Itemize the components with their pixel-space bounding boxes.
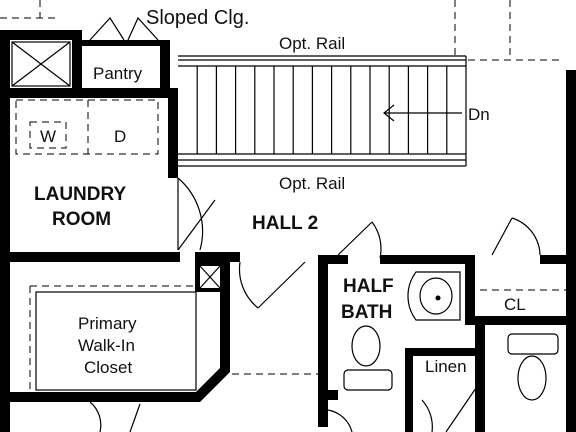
washer-dryer <box>15 99 159 155</box>
walk-in-label-line2: Walk-In <box>78 336 135 355</box>
hall-label: HALL 2 <box>252 213 318 234</box>
pantry-label: Pantry <box>93 64 143 83</box>
pantry-doors <box>89 16 159 41</box>
walk-in-label-line1: Primary <box>78 314 137 333</box>
laundry-door <box>177 177 216 251</box>
small-chase-box <box>195 262 225 292</box>
laundry-room-label-line2: ROOM <box>52 209 111 230</box>
walk-in-inner-outline <box>35 291 197 391</box>
closet-label: CL <box>504 295 526 314</box>
stair-direction-label: Dn <box>468 105 490 124</box>
closet-door <box>491 217 541 256</box>
lower-doors <box>89 387 477 432</box>
walk-in-label-line3: Closet <box>84 358 132 377</box>
right-bath-fixtures <box>507 333 559 401</box>
half-bath-label-line1: HALF <box>343 276 394 297</box>
chase-box <box>11 41 71 87</box>
half-bath-door <box>337 221 382 259</box>
linen-label: Linen <box>425 357 467 376</box>
opt-rail-top-label: Opt. Rail <box>279 34 345 53</box>
sloped-ceiling-label: Sloped Clg. <box>146 7 249 29</box>
half-bath-label-line2: BATH <box>341 302 392 323</box>
washer-label: W <box>40 127 56 146</box>
closet-shelf <box>29 285 566 392</box>
laundry-room-label-line1: LAUNDRY <box>34 184 127 205</box>
half-bath-fixtures <box>343 271 461 391</box>
dryer-label: D <box>114 127 126 146</box>
sloped-ceiling-outline <box>0 0 560 61</box>
walk-in-door <box>238 261 306 309</box>
opt-rail-bottom-label: Opt. Rail <box>279 174 345 193</box>
walls <box>0 30 576 432</box>
stairs <box>178 55 467 167</box>
